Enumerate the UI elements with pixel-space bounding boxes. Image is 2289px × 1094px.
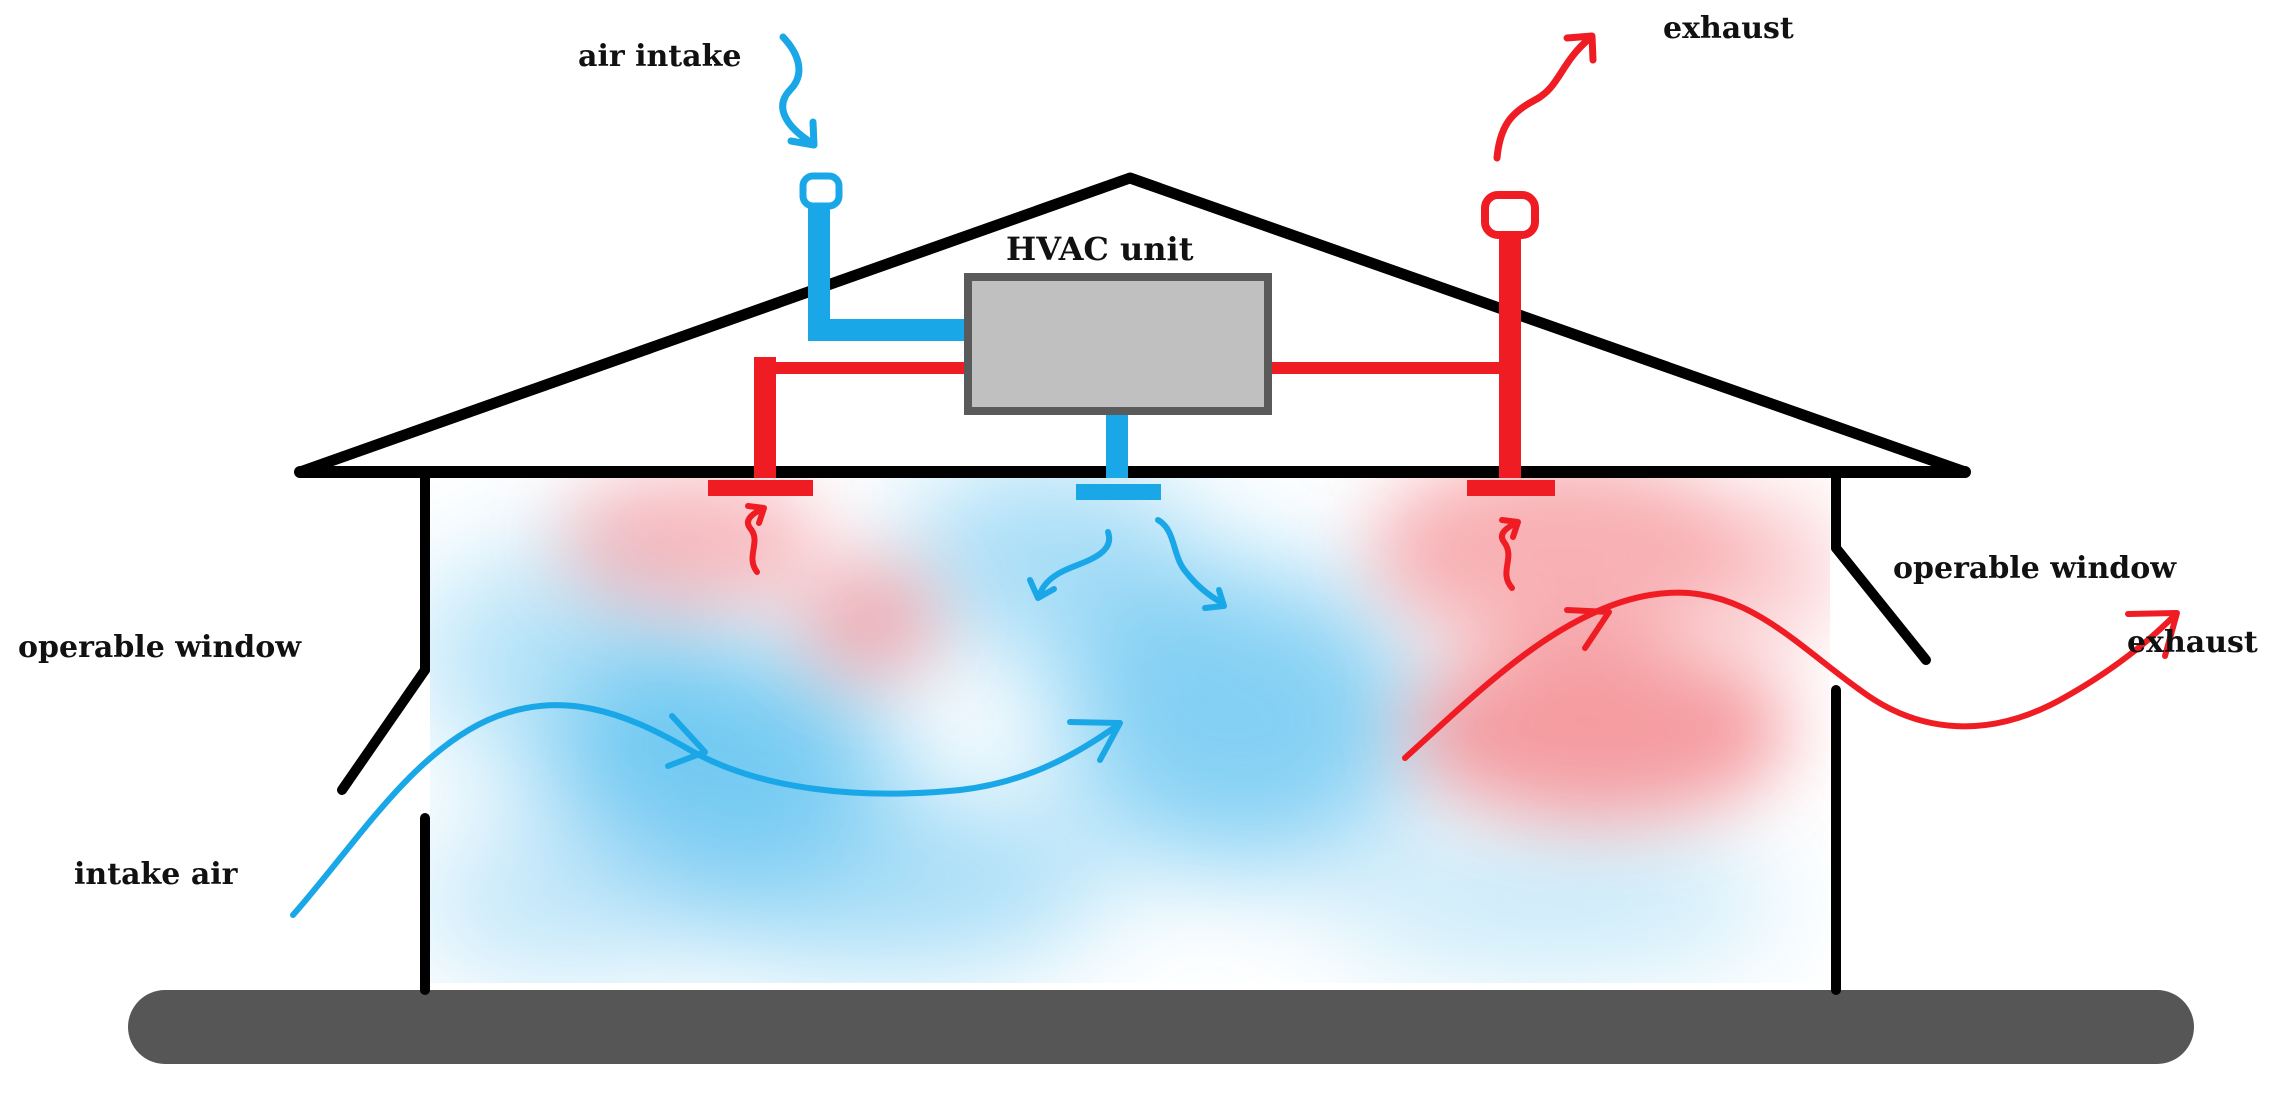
house-structure [294, 172, 1971, 995]
air-intake-label: air intake [578, 39, 741, 74]
intake-end-arrowhead [1067, 719, 1123, 763]
left-return-register [708, 480, 813, 496]
exhaust-vent-cap [1481, 191, 1539, 239]
hvac-unit-label: HVAC unit [1006, 230, 1194, 268]
cool-air-ducts [799, 172, 1161, 500]
exhaust-up-arrow [1493, 34, 1594, 162]
operable-window-left-label: operable window [18, 630, 302, 665]
flow-arrows [290, 32, 2180, 918]
air-intake-arrowhead [787, 118, 818, 149]
exhaust-right-label: exhaust [2127, 625, 2258, 660]
right-return-arrow [1498, 520, 1519, 591]
intake-vent-cap [799, 172, 843, 210]
supply-register [1076, 484, 1161, 500]
left-window-sash [337, 665, 430, 795]
exhaust-mid-arrowhead [1564, 607, 1612, 651]
operable-window-right-label: operable window [1893, 551, 2177, 586]
exhaust-end-arrowhead [2125, 610, 2180, 659]
intake-duct [808, 205, 975, 341]
right-window-sash [1831, 543, 1931, 665]
air-intake-arrow [779, 33, 816, 147]
intake-mid-arrowhead [665, 713, 708, 769]
exhaust-flow-arrow [1402, 589, 2178, 761]
intake-air-flow-arrow [290, 702, 1121, 918]
intake-air-label: intake air [74, 857, 239, 892]
supply-arrow-left [1037, 529, 1113, 597]
exhaust-top-label: exhaust [1663, 11, 1794, 46]
supply-arrow-right [1155, 517, 1225, 606]
supply-arrow-left-head [1027, 577, 1057, 601]
right-return-arrowhead [1499, 517, 1521, 540]
hvac-unit [964, 273, 1272, 415]
warm-air-ducts [708, 191, 1555, 496]
ground [128, 990, 2194, 1064]
left-return-arrow [744, 506, 765, 575]
left-return-arrowhead [745, 503, 767, 526]
exhaust-up-arrowhead [1563, 32, 1597, 64]
supply-arrow-right-head [1202, 587, 1227, 611]
right-return-register [1467, 480, 1555, 496]
